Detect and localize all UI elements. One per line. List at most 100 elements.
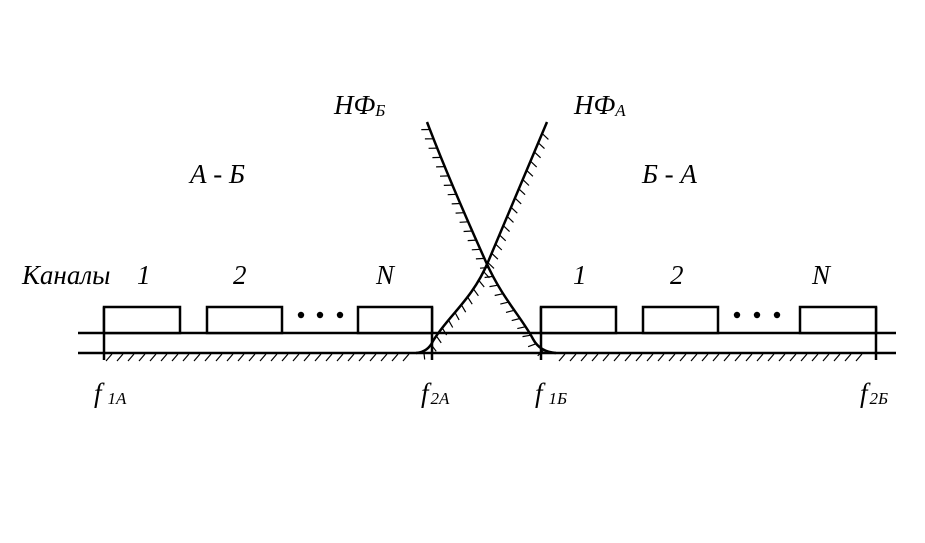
hatch-mark [522,334,531,338]
hatch-mark [514,197,522,205]
hatch-mark [657,353,665,362]
hatch-mark [723,353,731,362]
direction-left-label: А - Б [188,159,245,189]
hatch-mark [756,353,764,362]
hatch-mark [624,353,632,362]
hatch-mark [391,353,399,362]
hatch-mark [484,275,494,279]
hatch-mark [259,353,267,362]
hatch-mark [237,353,245,362]
hatch-mark [646,353,654,362]
right-ellipsis-dots [733,311,781,319]
stopband-hatch-left [105,353,410,362]
hatch-mark [537,349,545,357]
hatch-mark [517,326,526,330]
hatch-mark [499,234,507,242]
hatch-mark [447,319,454,328]
filter-curve-a [415,121,549,355]
hatch-mark [506,216,514,223]
hatch-mark [502,225,511,233]
hatch-mark [105,353,113,362]
left-channel-1-box [102,305,182,335]
hatch-mark [789,353,797,362]
hatch-mark [193,353,201,362]
hatch-mark [314,353,322,362]
hatch-mark [472,288,479,297]
hatch-mark [811,353,819,362]
filter-curve-b [425,121,557,355]
hatch-mark [558,353,566,362]
hatch-mark [530,160,538,168]
right-channel-n-box [798,305,878,335]
hatch-mark [325,353,333,362]
hatch-mark [248,353,256,362]
hatch-mark [182,353,190,362]
hatch-mark [380,353,388,362]
hatch-mark [138,353,146,362]
hatch-mark [369,353,377,362]
hatch-mark [526,169,534,177]
hatch-mark [679,353,687,362]
hatch-mark [467,296,473,305]
hatch-mark [602,353,610,362]
left-channel-1-label: 1 [137,260,151,290]
hatch-mark [347,353,355,362]
hatch-mark [533,151,542,159]
hatch-mark [127,353,135,362]
hatch-mark [471,248,481,251]
left-channel-2-label: 2 [233,260,247,290]
hatch-mark [745,353,753,362]
right-channel-2-label: 2 [670,260,684,290]
hatch-mark [430,344,437,352]
hatch-mark [613,353,621,362]
hatch-mark [491,252,499,260]
hatch-mark [701,353,709,362]
hatch-mark [292,353,300,362]
hatch-mark [402,353,410,362]
hatch-mark [494,293,504,297]
hatch-mark [495,243,503,251]
hatch-mark [149,353,157,362]
hatch-mark [518,188,526,196]
hatch-mark [591,353,599,362]
channels-label: Каналы [21,260,110,290]
hatch-mark [441,327,448,336]
hatch-mark [778,353,786,362]
hatch-mark [522,179,530,186]
hatch-mark [500,301,509,305]
hatch-mark [844,353,852,362]
hatch-mark [463,230,473,233]
filter-b-label: НФБ [333,90,385,120]
hatch-mark [855,353,863,362]
hatch-mark [668,353,676,362]
hatch-mark [569,353,577,362]
right-channel-1-label: 1 [573,260,587,290]
hatch-mark [800,353,808,362]
hatch-mark [487,262,495,269]
right-channel-n-label: N [811,260,832,290]
hatch-mark [511,317,521,322]
hatch-mark [510,206,518,214]
hatch-mark [281,353,289,362]
hatch-mark [580,353,588,362]
hatch-mark [833,353,841,362]
hatch-mark [767,353,775,362]
left-channel-n-label: N [375,260,396,290]
stopband-hatch-right [558,353,863,362]
direction-right-label: Б - А [641,159,697,189]
right-channel-2-box [641,305,720,335]
filter-a-hatch [423,133,549,360]
hatch-mark [204,353,212,362]
hatch-mark [479,266,489,269]
hatch-mark [358,353,366,362]
left-ellipsis-dots [297,311,344,319]
hatch-mark [459,221,469,223]
hatch-mark [822,353,830,362]
hatch-mark [423,350,426,360]
hatch-mark [336,353,344,362]
hatch-mark [270,353,278,362]
